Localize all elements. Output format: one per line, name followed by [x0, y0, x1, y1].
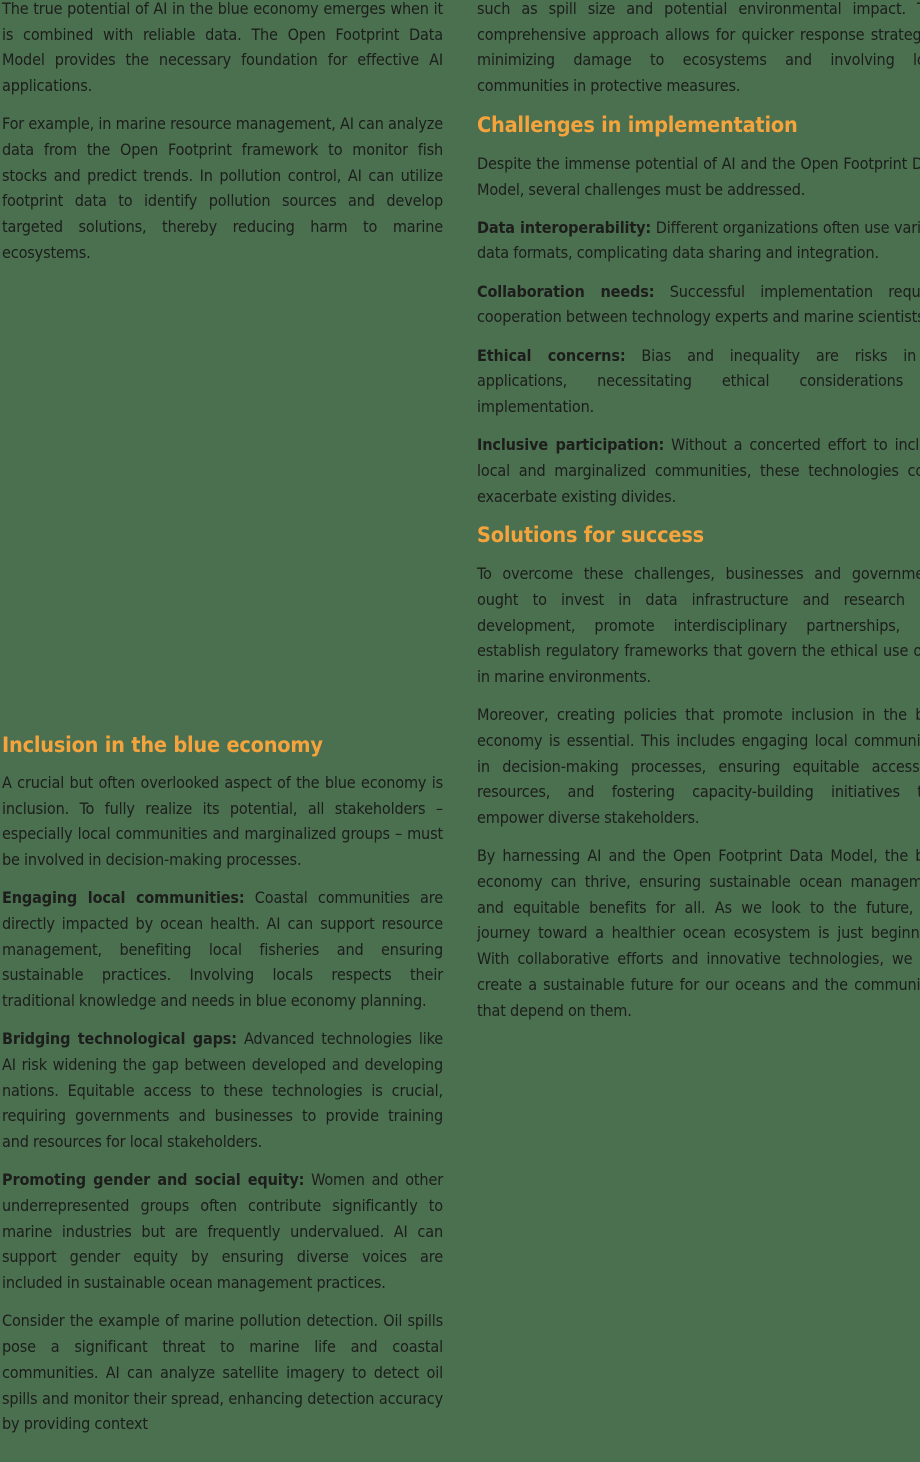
- heading-challenges-in-implementation: Challenges in implementation: [477, 112, 798, 138]
- paragraph-promoting-gender-and-social-equity: Promoting gender and social equity: Wome…: [2, 1167, 443, 1296]
- paragraph-text: The true potential of AI in the blue eco…: [2, 0, 443, 96]
- paragraph-by-harnessing-ai: By harnessing AI and the Open Footprint …: [477, 843, 920, 1023]
- paragraph-despite-immense-potential: Despite the immense potential of AI and …: [477, 151, 920, 202]
- paragraph-overcome-challenges: To overcome these challenges, businesses…: [477, 561, 920, 690]
- paragraph-lead-in: Engaging local communities:: [2, 888, 245, 908]
- paragraph-lead-in: Ethical concerns:: [477, 345, 626, 365]
- paragraph-marine-resource-management: For example, in marine resource manageme…: [2, 111, 443, 265]
- paragraph-text: Different organizations often use variou…: [477, 217, 920, 263]
- paragraph-text: A crucial but often overlooked aspect of…: [2, 773, 443, 870]
- paragraph-ethical-concerns: Ethical concerns: Bias and inequality ar…: [477, 343, 920, 420]
- left-column: The true potential of AI in the blue eco…: [0, 0, 445, 1462]
- paragraph-text: Coastal communities are directly impacte…: [2, 888, 443, 1011]
- paragraph-true-potential: The true potential of AI in the blue eco…: [2, 0, 443, 99]
- paragraph-text: Successful implementation requires coope…: [477, 281, 920, 327]
- paragraph-lead-in: Bridging technological gaps:: [2, 1029, 237, 1049]
- paragraph-marine-pollution-detection: Consider the example of marine pollution…: [2, 1308, 443, 1437]
- right-column: such as spill size and potential environ…: [476, 0, 920, 1462]
- paragraph-lead-in: Inclusive participation:: [477, 435, 665, 455]
- heading-inclusion-in-the-blue-economy: Inclusion in the blue economy: [2, 733, 323, 759]
- paragraph-text: Bias and inequality are risks in AI appl…: [477, 345, 920, 416]
- paragraph-lead-in: Promoting gender and social equity:: [2, 1170, 305, 1190]
- paragraph-text: For example, in marine resource manageme…: [2, 114, 443, 262]
- paragraph-text: Despite the immense potential of AI and …: [477, 153, 920, 199]
- paragraph-bridging-technological-gaps: Bridging technological gaps: Advanced te…: [2, 1026, 443, 1155]
- paragraph-inclusive-participation: Inclusive participation: Without a conce…: [477, 432, 920, 509]
- paragraph-data-interoperability: Data interoperability: Different organiz…: [477, 215, 920, 266]
- heading-solutions-for-success: Solutions for success: [477, 523, 704, 549]
- paragraph-text: By harnessing AI and the Open Footprint …: [477, 846, 920, 1020]
- paragraph-lead-in: Data interoperability:: [477, 217, 652, 237]
- paragraph-text: Advanced technologies like AI risk widen…: [2, 1029, 443, 1152]
- paragraph-lead-in: Collaboration needs:: [477, 281, 655, 301]
- paragraph-engaging-local-communities: Engaging local communities: Coastal comm…: [2, 885, 443, 1014]
- paragraph-text: Consider the example of marine pollution…: [2, 1311, 443, 1434]
- paragraph-moreover-policies: Moreover, creating policies that promote…: [477, 702, 920, 831]
- paragraph-text: Moreover, creating policies that promote…: [477, 705, 920, 828]
- paragraph-spill-size-continuation: such as spill size and potential environ…: [477, 0, 920, 99]
- paragraph-collaboration-needs: Collaboration needs: Successful implemen…: [477, 279, 920, 330]
- article-image-placeholder: [2, 278, 443, 733]
- paragraph-text: such as spill size and potential environ…: [477, 0, 920, 96]
- paragraph-crucial-aspect: A crucial but often overlooked aspect of…: [2, 770, 443, 873]
- paragraph-text: To overcome these challenges, businesses…: [477, 564, 920, 687]
- paragraph-text: Women and other underrepresented groups …: [2, 1170, 444, 1293]
- paragraph-text: Without a concerted effort to include lo…: [477, 435, 920, 506]
